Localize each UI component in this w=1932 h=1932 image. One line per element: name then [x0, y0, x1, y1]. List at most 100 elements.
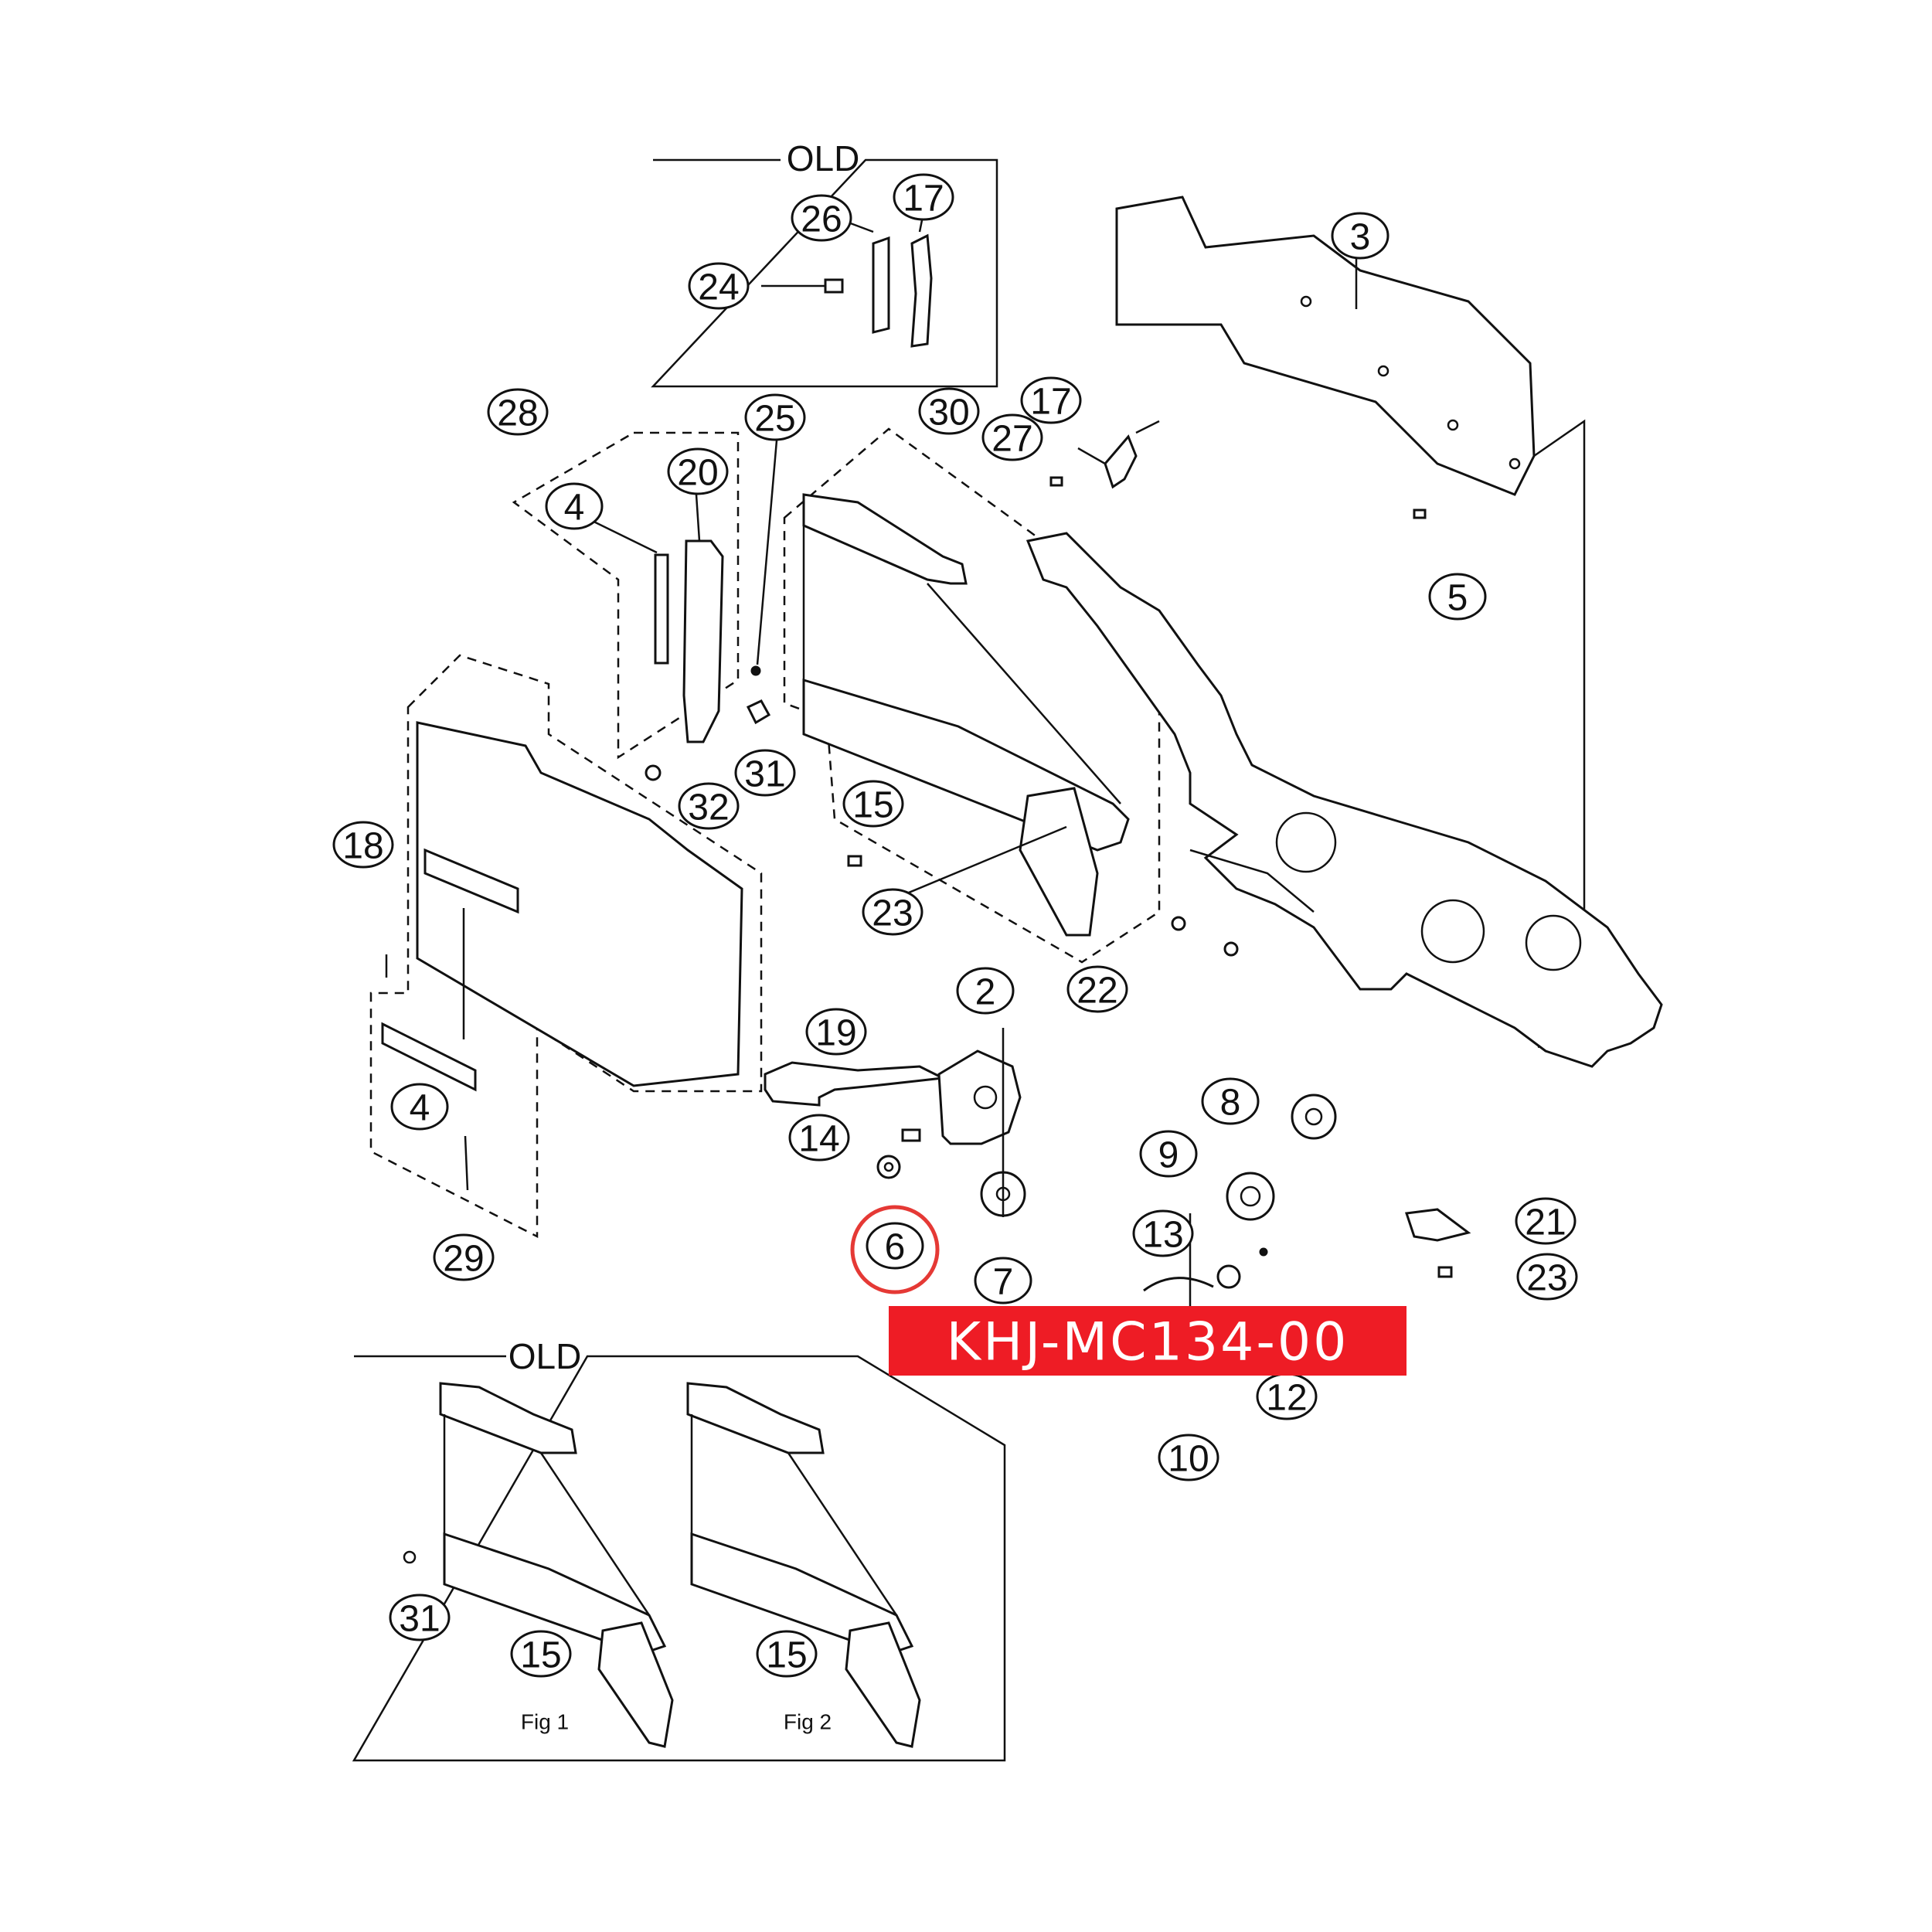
callout-25: 25: [744, 393, 806, 441]
callout-label: 22: [1077, 971, 1117, 1012]
gear-part-9: [1226, 1172, 1275, 1221]
tape-part-4-upper: [654, 553, 669, 665]
screw-part-22b: [1223, 941, 1239, 957]
bracket-part-2: [764, 1049, 1022, 1179]
callout-28: 28: [487, 388, 549, 436]
highlight-ring-part-6: [850, 1205, 940, 1294]
callout-label: 25: [754, 399, 795, 440]
callout-label: 23: [872, 893, 913, 934]
callout-bubble: [956, 967, 1015, 1015]
callout-label: 3: [1350, 217, 1371, 258]
callout-21: 21: [1515, 1197, 1577, 1245]
callout-15: 15: [842, 780, 904, 828]
group-28-outline: [512, 431, 778, 781]
callout-label: 5: [1447, 578, 1468, 619]
callout-label: 12: [1266, 1378, 1307, 1419]
washer-part-32: [645, 764, 662, 781]
callout-bubble: [389, 1594, 451, 1641]
callout-15: 15: [756, 1630, 818, 1678]
callout-label: 21: [1525, 1202, 1566, 1243]
callout-23: 23: [1516, 1253, 1578, 1301]
callout-4: 4: [545, 482, 604, 530]
callout-32: 32: [678, 782, 740, 830]
fig1-label: Fig 1: [521, 1710, 569, 1734]
callout-label: 27: [992, 419, 1032, 460]
callout-bubble: [866, 1222, 924, 1270]
callout-label: 7: [993, 1262, 1014, 1303]
callout-27: 27: [981, 413, 1043, 461]
part-code-background: [889, 1306, 1406, 1376]
slider-part-20: [682, 539, 724, 743]
washer-part-6: [876, 1155, 901, 1179]
callout-bubble: [545, 482, 604, 530]
callout-31: 31: [734, 749, 796, 797]
callout-bubble: [667, 447, 729, 495]
callout-bubble: [390, 1083, 449, 1131]
callout-label: 15: [852, 785, 893, 826]
callout-5: 5: [1428, 573, 1487, 621]
callout-26: 26: [791, 194, 852, 242]
callout-bubble: [510, 1630, 572, 1678]
callout-label: 18: [342, 826, 383, 867]
callout-22: 22: [1066, 965, 1128, 1013]
frame-top-rail: [802, 493, 968, 585]
fig2-label: Fig 2: [784, 1710, 832, 1734]
callout-label: 23: [1526, 1258, 1567, 1299]
callout-label: 14: [798, 1119, 839, 1160]
ring-part-31: [746, 699, 771, 725]
screw-part-5: [1413, 509, 1427, 519]
callout-6: 6: [866, 1222, 924, 1270]
callout-17: 17: [1020, 376, 1082, 424]
callout-label: 26: [801, 199, 842, 240]
callout-bubble: [1331, 212, 1389, 260]
callout-label: 6: [885, 1227, 906, 1268]
plate-part-26: [872, 236, 890, 334]
screw-part-23a: [847, 855, 862, 867]
callout-label: 29: [443, 1239, 484, 1280]
callout-label: 9: [1158, 1135, 1179, 1176]
main-body: [1026, 532, 1663, 1068]
callout-24: 24: [688, 262, 750, 310]
callout-30: 30: [918, 387, 980, 435]
callout-bubble: [862, 888, 923, 936]
callout-label: 31: [744, 754, 785, 795]
old-box-bottom: OLD Fig 1 Fig 2: [352, 1336, 1006, 1762]
old-box-top-title: OLD: [787, 138, 860, 179]
screw-part-27: [1049, 476, 1063, 487]
callout-bubble: [981, 413, 1043, 461]
callout-18: 18: [332, 821, 394, 869]
callout-bubble: [433, 1233, 495, 1281]
callout-bubble: [688, 262, 750, 310]
callout-15: 15: [510, 1630, 572, 1678]
gear-part-10: [1143, 1277, 1214, 1292]
callout-bubble: [805, 1008, 867, 1056]
callout-bubble: [678, 782, 740, 830]
callout-bubble: [1066, 965, 1128, 1013]
screw-part-24: [824, 278, 844, 294]
callout-7: 7: [974, 1257, 1032, 1304]
callout-20: 20: [667, 447, 729, 495]
callout-bubble: [791, 194, 852, 242]
callout-2: 2: [956, 967, 1015, 1015]
callout-8: 8: [1201, 1077, 1260, 1125]
callout-bubble: [1020, 376, 1082, 424]
callout-9: 9: [1139, 1130, 1198, 1178]
callout-3: 3: [1331, 212, 1389, 260]
callout-bubble: [1428, 573, 1487, 621]
callout-label: 24: [698, 267, 739, 308]
callout-label: 4: [564, 488, 585, 529]
callout-bubble: [1516, 1253, 1578, 1301]
part-code-text: KHJ-MC134-00: [947, 1312, 1349, 1373]
callout-31: 31: [389, 1594, 451, 1641]
callout-bubble: [1515, 1197, 1577, 1245]
callout-bubble: [893, 173, 954, 221]
plate-part-21: [1404, 1208, 1471, 1242]
callout-label: 19: [815, 1013, 856, 1054]
callout-label: 28: [497, 393, 538, 434]
callout-bubble: [1139, 1130, 1198, 1178]
callout-label: 13: [1142, 1215, 1183, 1256]
callout-label: 17: [1030, 382, 1071, 423]
callout-17: 17: [893, 173, 954, 221]
side-plate: [416, 721, 743, 1087]
